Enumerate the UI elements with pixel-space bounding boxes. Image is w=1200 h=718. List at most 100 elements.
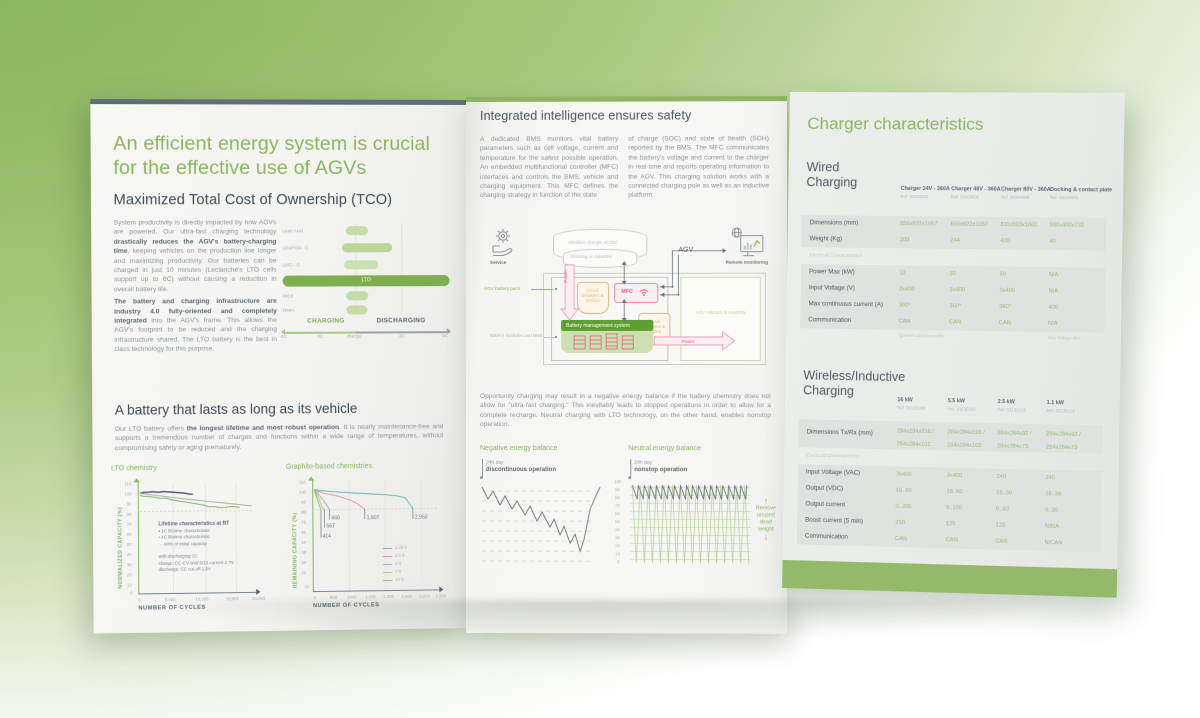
remove-dead-weight-note: ↑ Remove unused dead weight ↓ bbox=[753, 496, 779, 541]
wired-cell: 360* bbox=[949, 303, 962, 310]
graphite-xtick: 1000 bbox=[347, 594, 357, 600]
tco-xtick: 3C bbox=[317, 334, 324, 340]
wired-row-label: Weight (Kg) bbox=[809, 235, 843, 243]
wireless-cell: 250 bbox=[895, 519, 905, 527]
wireless-cell: 0..30 bbox=[1044, 507, 1058, 514]
wired-cell: 3x400 bbox=[949, 287, 966, 294]
neutral-ytick: 50 bbox=[615, 519, 620, 525]
negative-balance-plot bbox=[481, 486, 600, 562]
wireless-cell: N30A bbox=[1044, 523, 1060, 531]
graphite-annotation: 660 bbox=[331, 515, 340, 522]
negative-balance-title: Negative energy balance bbox=[479, 445, 558, 453]
neutral-ytick: 80 bbox=[615, 495, 620, 501]
right-headline: Charger characteristics bbox=[807, 114, 984, 134]
mid-bottom-paragraph: Opportunity charging may result in a neg… bbox=[479, 393, 771, 429]
wired-footnote-right: Max Voltage 60V bbox=[1047, 334, 1081, 341]
graphite-xtick: 3,500 bbox=[435, 593, 446, 599]
arrow-up-icon: ↑ bbox=[763, 496, 768, 506]
tco-xtick: 3C bbox=[398, 334, 405, 340]
wired-cell: CAN bbox=[949, 319, 962, 326]
wired-cell: 656x522x1057 bbox=[900, 221, 938, 228]
wired-cell: 430 bbox=[1000, 238, 1010, 245]
tco-discharging-label: DISCHARGING bbox=[376, 317, 426, 325]
wired-cell: 40 bbox=[1049, 238, 1056, 245]
tco-bar bbox=[346, 305, 368, 315]
wired-row-label: Communication bbox=[808, 316, 852, 324]
graphite-annotation: 1,607 bbox=[366, 514, 380, 522]
wired-cell: 12 bbox=[899, 270, 906, 277]
tco-bar-lto: LTO bbox=[282, 275, 450, 287]
mid-column-1: A dedicated BMS monitors vital battery p… bbox=[479, 135, 619, 200]
wireless-row-label: Boost current (5 min) bbox=[805, 516, 864, 526]
wireless-cell: 125 bbox=[945, 521, 956, 528]
wireless-cell: 125 bbox=[995, 522, 1006, 529]
graphite-xtick: 2,500 bbox=[401, 593, 412, 599]
neutral-ytick: 90 bbox=[615, 487, 620, 493]
wireless-cell: 240 bbox=[1045, 474, 1056, 482]
tco-bar bbox=[346, 291, 369, 301]
wired-cell: 811x503x1601 bbox=[1000, 221, 1038, 229]
mid-column-2: of charge (SOC) and state of health (SOH… bbox=[628, 135, 769, 200]
tco-row-label: NiCd bbox=[282, 293, 294, 299]
tco-paragraph-2: The battery and charging infrastructure … bbox=[114, 297, 277, 354]
wired-row-label: Input Voltage (V) bbox=[808, 284, 855, 292]
tco-bar-chart: Lead Acid LiFePO4 - C LMO - C LTO NiCd N… bbox=[280, 220, 451, 341]
left-headline: An efficient energy system is crucial fo… bbox=[113, 132, 431, 180]
graphite-xtick: 2,000 bbox=[383, 594, 394, 600]
wireless-cell: 284x284x316 / 284x284x102 bbox=[947, 429, 985, 450]
wireless-cell: 16..60 bbox=[895, 487, 912, 495]
neutral-ytick: 100 bbox=[614, 479, 622, 485]
graphite-chemistries-chart: Graphite-based chemistries REMAINING CAP… bbox=[286, 462, 453, 612]
wireless-cell: 3x400 bbox=[946, 472, 963, 480]
wireless-cell: CAN bbox=[945, 537, 958, 544]
wired-cell: N/A bbox=[1048, 272, 1059, 279]
neutral-ytick: 40 bbox=[615, 527, 620, 533]
wired-cell: 360* bbox=[999, 303, 1011, 311]
mid-headline: Integrated intelligence ensures safety bbox=[479, 108, 692, 123]
wired-cell: N/A bbox=[1048, 288, 1059, 295]
negative-balance-sub2: discontinuous operation bbox=[486, 467, 557, 474]
battery-section-title: A battery that lasts as long as its vehi… bbox=[114, 400, 358, 418]
lto-chart-notes: with discharging 1C charge: CC-CV until … bbox=[158, 553, 234, 572]
graphite-legend-item: 10 It bbox=[395, 576, 404, 582]
wireless-row-label: Dimensions Tx/Rx (mm) bbox=[806, 428, 873, 437]
wired-cell: CAN bbox=[898, 318, 911, 325]
wireless-cell: 18..38 bbox=[1045, 491, 1062, 498]
tco-bar-lto-label: LTO bbox=[361, 277, 371, 284]
graphite-annotation: 567 bbox=[326, 523, 335, 530]
wired-cell: 32 bbox=[949, 270, 957, 278]
wireless-cell: 240 bbox=[996, 473, 1007, 481]
neutral-balance-sub2: nonstop operation bbox=[634, 467, 688, 474]
wired-cell: 200 bbox=[899, 237, 910, 244]
battery-modules-icon bbox=[573, 333, 643, 351]
neutral-balance-plot bbox=[628, 479, 759, 571]
brochure-page-left: An efficient energy system is crucial fo… bbox=[90, 99, 470, 634]
wired-cell: CAN bbox=[998, 320, 1012, 327]
tco-xtick: 6C bbox=[280, 334, 288, 340]
wired-cell: 244 bbox=[950, 237, 960, 244]
diagram-power-arrows bbox=[559, 264, 777, 375]
wired-row-label: Power Max (kW) bbox=[808, 268, 855, 276]
tco-xtick: charge bbox=[346, 334, 362, 340]
negative-balance-sub1: 24h day bbox=[486, 460, 504, 467]
graphite-annotation: 414 bbox=[322, 533, 332, 540]
graphite-legend-item: 4 It bbox=[395, 560, 402, 566]
wifi-icon bbox=[638, 287, 650, 297]
wired-footnote-left: *greater current possible bbox=[898, 332, 945, 339]
neutral-ytick: 30 bbox=[615, 535, 620, 541]
neutral-ytick: 0 bbox=[617, 559, 620, 565]
spread-drop-shadow bbox=[90, 600, 1120, 660]
charging-architecture-diagram: Service Ultrafast charger AC/DC Docking … bbox=[476, 225, 777, 375]
wireless-section-label: Electrical Characteristics bbox=[806, 453, 859, 460]
wired-cell: 50 bbox=[999, 271, 1007, 278]
wired-cell: 3x400 bbox=[999, 287, 1016, 294]
tco-xtick: 6C bbox=[441, 334, 449, 340]
wireless-cell: 284x284x92 / 284x284x73 bbox=[1045, 431, 1081, 452]
